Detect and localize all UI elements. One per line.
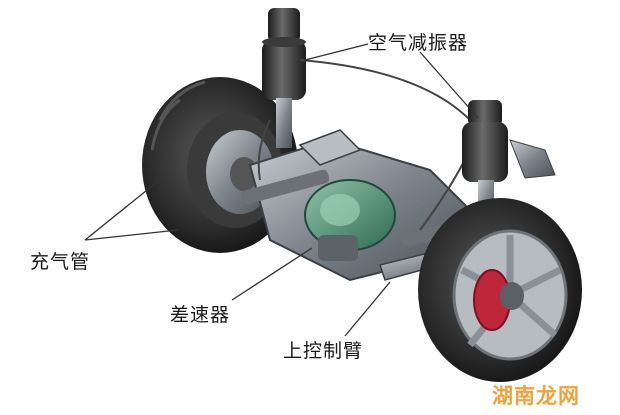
left-air-shock: [262, 8, 306, 148]
label-air-shock: 空气减振器: [368, 32, 469, 54]
label-differential: 差速器: [170, 304, 231, 326]
right-wheel: [418, 198, 582, 382]
watermark: 湖南龙网: [492, 384, 580, 408]
label-air-line: 充气管: [30, 251, 91, 273]
callout-lines: [84, 43, 479, 337]
label-upper-control-arm: 上控制臂: [283, 340, 364, 362]
differential: [304, 179, 396, 261]
